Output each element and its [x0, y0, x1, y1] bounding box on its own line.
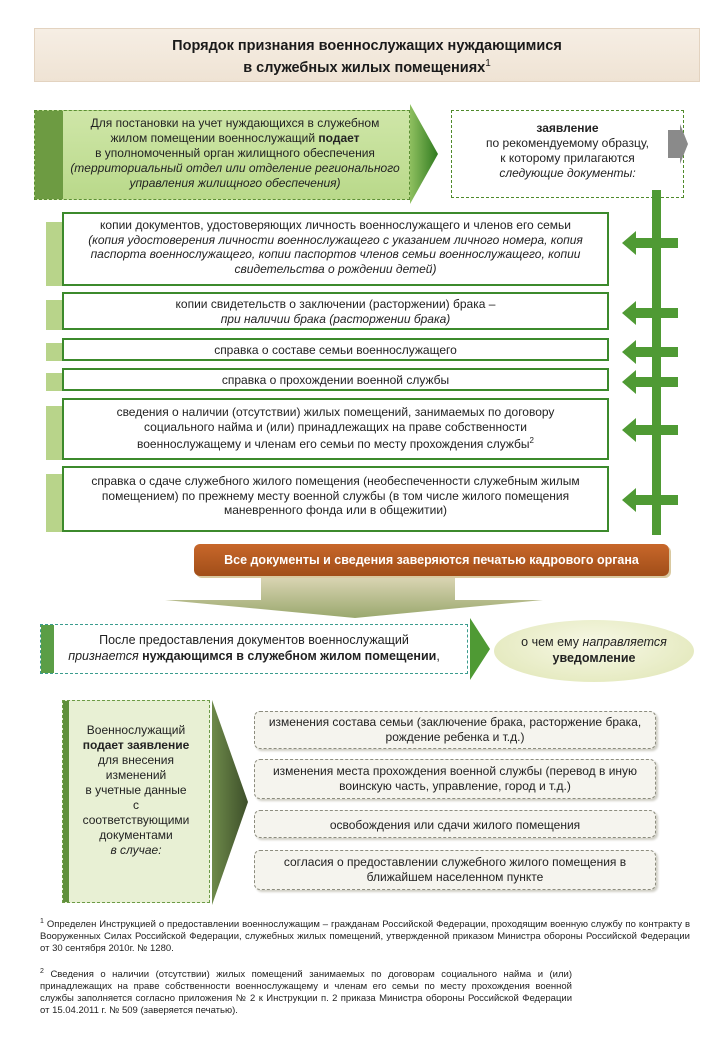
statement-title: заявление [536, 121, 599, 135]
title-line-1: Порядок признания военнослужащих нуждающ… [172, 38, 562, 54]
notification-oval: о чем ему направляется уведомление [494, 620, 694, 682]
doc-accent [46, 300, 64, 330]
notification-line2: уведомление [552, 651, 636, 665]
document-item: справка о сдаче служебного жилого помеще… [62, 466, 609, 532]
recognition-line2: признается нуждающимся в служебном жилом… [68, 649, 440, 663]
notification-line1: о чем ему направляется [521, 635, 667, 649]
changes-line: подает заявление [82, 738, 190, 752]
doc-accent [46, 474, 64, 532]
document-item: справка о составе семьи военнослужащего [62, 338, 609, 361]
arrow-right-icon [470, 618, 490, 680]
arrow-left-icon [622, 370, 678, 394]
documents-connector-line [652, 190, 661, 535]
changes-line: с [133, 798, 139, 812]
case-item: изменения места прохождения военной служ… [254, 759, 656, 799]
changes-line: в учетные данные [85, 783, 187, 797]
changes-request-box: Военнослужащий подает заявление для внес… [62, 700, 210, 903]
changes-line: документами [99, 828, 173, 842]
box-accent-strip [41, 625, 54, 673]
recognition-line1: После предоставления документов военносл… [99, 633, 409, 647]
changes-line: соответствующими [82, 813, 190, 827]
title-line-2: в служебных жилых помещениях1 [243, 58, 491, 76]
document-item: справка о прохождении военной службы [62, 368, 609, 391]
document-item-text: справка о сдаче служебного жилого помеще… [91, 474, 580, 517]
step1-line4: (территориальный отдел или отделение рег… [70, 161, 400, 175]
document-item-text: справка о прохождении военной службы [221, 373, 450, 387]
step1-line3: в уполномоченный орган жилищного обеспеч… [95, 146, 375, 160]
changes-line: для внесения [97, 753, 174, 767]
arrow-left-icon [622, 488, 678, 512]
attach-arrows [622, 231, 678, 512]
arrow-right-icon [410, 104, 438, 204]
footnote-ref-1: 1 [485, 58, 491, 69]
statement-line2: по рекомендуемому образцу, [486, 136, 649, 150]
box-accent-strip [63, 701, 69, 902]
arrow-down-icon [165, 578, 543, 618]
statement-box: заявление по рекомендуемому образцу, к к… [451, 110, 684, 198]
step1-line2: жилом помещении военнослужащий подает [110, 131, 360, 145]
arrow-left-icon [622, 340, 678, 364]
footnote-2: 2 Сведения о наличии (отсутствии) жилых … [40, 968, 572, 1017]
document-item-note: (копия удостоверения личности военнослуж… [88, 232, 583, 276]
arrow-left-icon [622, 231, 678, 255]
doc-accent [46, 222, 64, 286]
document-item: копии документов, удостоверяющих личност… [62, 212, 609, 286]
document-item-text: копии документов, удостоверяющих личност… [100, 218, 571, 232]
case-item: изменения состава семьи (заключение брак… [254, 711, 656, 749]
document-item-text: справка о составе семьи военнослужащего [214, 343, 457, 357]
case-item: согласия о предоставлении служебного жил… [254, 850, 656, 890]
case-item: освобождения или сдачи жилого помещения [254, 810, 656, 838]
statement-line4: следующие документы: [499, 166, 636, 180]
footnote-ref-2: 2 [529, 436, 534, 445]
box-accent-strip [35, 111, 63, 199]
document-item-text: сведения о наличии (отсутствии) жилых по… [116, 405, 555, 451]
changes-line: Военнослужащий [86, 723, 186, 737]
doc-accent [46, 373, 64, 391]
arrow-right-icon [212, 700, 248, 905]
page-title: Порядок признания военнослужащих нуждающ… [34, 28, 700, 82]
footnote-1: 1 Определен Инструкцией о предоставлении… [40, 918, 690, 955]
recognition-box: После предоставления документов военносл… [40, 624, 468, 674]
document-item: сведения о наличии (отсутствии) жилых по… [62, 398, 609, 460]
arrow-left-icon [622, 301, 678, 325]
document-item-note: при наличии брака (расторжении брака) [220, 311, 451, 326]
arrow-left-icon [622, 418, 678, 442]
doc-accent [46, 343, 64, 361]
changes-line: в случае: [110, 843, 162, 857]
statement-line3: к которому прилагаются [500, 151, 635, 165]
changes-line: изменений [105, 768, 167, 782]
step1-line1: Для постановки на учет нуждающихся в слу… [90, 116, 380, 130]
submit-step-box: Для постановки на учет нуждающихся в слу… [34, 110, 410, 200]
document-item: копии свидетельств о заключении (расторж… [62, 292, 609, 330]
document-item-text: копии свидетельств о заключении (расторж… [175, 297, 496, 311]
step1-line5: управления жилищного обеспечения) [129, 176, 341, 190]
seal-note-banner: Все документы и сведения заверяются печа… [194, 544, 669, 576]
arrow-right-icon [668, 124, 688, 164]
doc-accent [46, 406, 64, 460]
